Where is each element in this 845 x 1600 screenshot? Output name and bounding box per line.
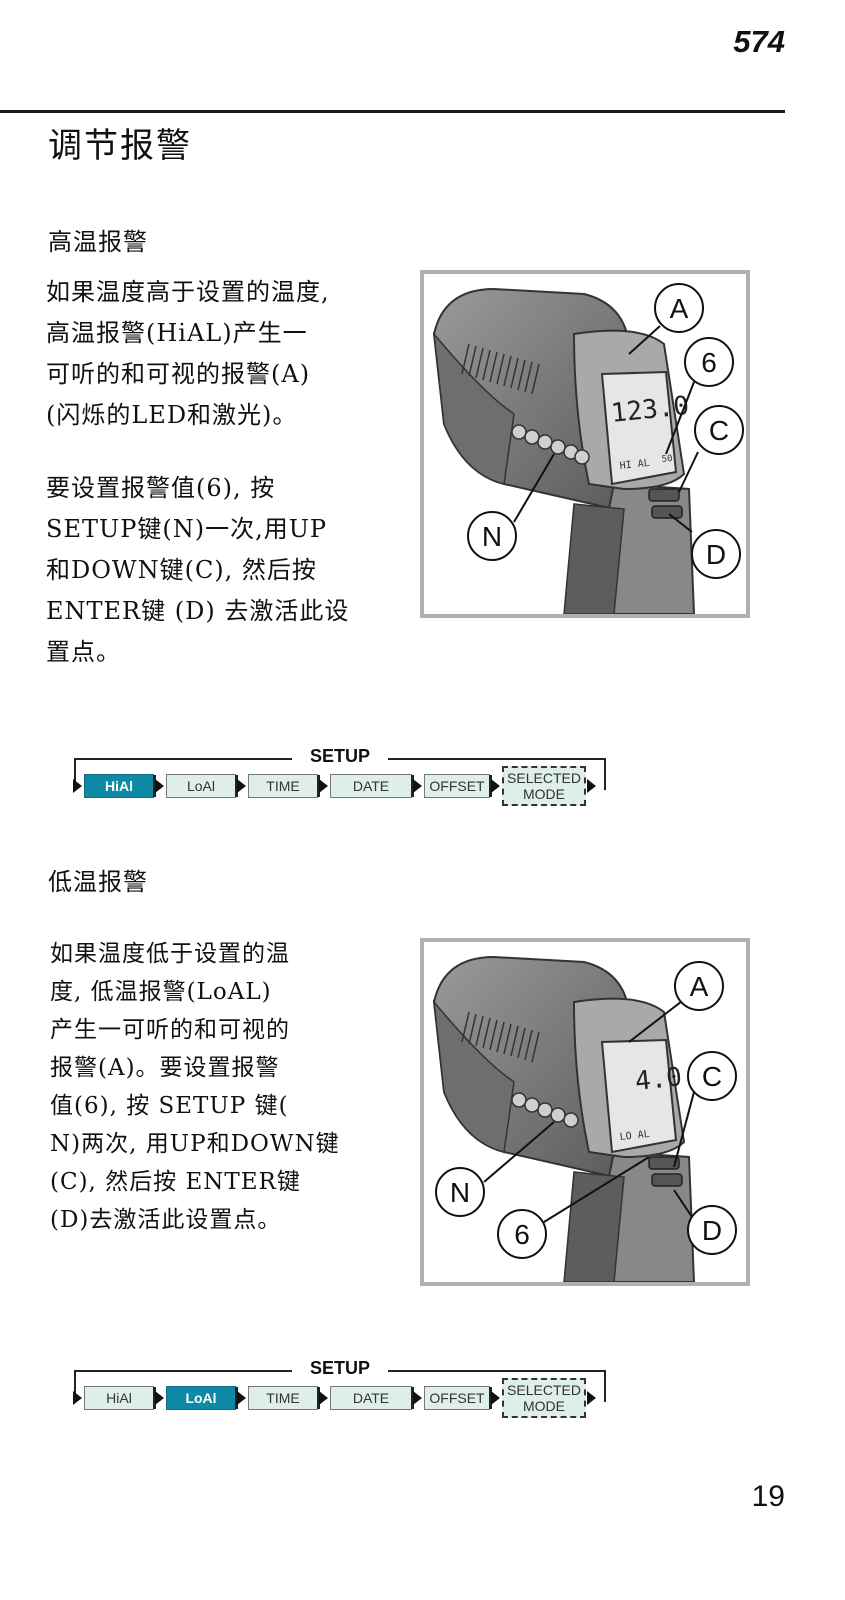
text-line: SETUP键(N)一次,用UP — [46, 515, 328, 543]
menu-item-loal: LoAl — [166, 1386, 238, 1410]
text-line: 高温报警(HiAL)产生一 — [46, 319, 308, 347]
lcd-reading: 4.0 — [634, 1062, 684, 1097]
text-line: 和DOWN键(C), 然后按 — [46, 556, 317, 584]
text-line: 产生一可听的和可视的 — [50, 1017, 290, 1043]
callout-6: 6 — [514, 1219, 530, 1250]
lcd-mode: HI AL — [619, 458, 650, 472]
mode-line-1: SELECTED — [507, 1382, 581, 1398]
section-heading-low-alarm: 低温报警 — [48, 868, 148, 896]
text-line: 如果温度低于设置的温 — [50, 941, 290, 967]
thermometer-figure-low: 4.0 LO AL A C N 6 D — [420, 938, 750, 1286]
text-line: ENTER键 (D) 去激活此设 — [46, 597, 350, 625]
arrow-icon — [586, 774, 598, 798]
arrow-icon — [236, 774, 248, 798]
arrow-icon — [72, 774, 84, 798]
page-title: 调节报警 — [48, 126, 192, 166]
arrow-icon — [318, 774, 330, 798]
menu-item-date: DATE — [330, 1386, 414, 1410]
arrow-icon — [412, 1386, 424, 1410]
menu-item-loal: LoAl — [166, 774, 238, 798]
arrow-icon — [318, 1386, 330, 1410]
mode-line-2: MODE — [523, 786, 565, 802]
menu-item-date: DATE — [330, 774, 414, 798]
menu-item-offset: OFFSET — [424, 1386, 492, 1410]
page-number: 19 — [751, 1480, 785, 1513]
text-line: (C), 然后按 ENTER键 — [50, 1169, 301, 1195]
text-line: N)两次, 用UP和DOWN键 — [50, 1131, 340, 1157]
arrow-icon — [154, 774, 166, 798]
callout-c: C — [709, 415, 729, 446]
menu-item-offset: OFFSET — [424, 774, 492, 798]
text-line: 报警(A)。要设置报警 — [50, 1055, 280, 1081]
menu-item-selected-mode: SELECTED MODE — [502, 766, 586, 806]
lcd-sub: 50 — [661, 454, 673, 465]
menu-item-hial: HiAl — [84, 1386, 156, 1410]
text-line: 值(6), 按 SETUP 键( — [50, 1093, 289, 1119]
callout-n: N — [482, 521, 502, 552]
mode-line-1: SELECTED — [507, 770, 581, 786]
text-line: 可听的和可视的报警(A) — [46, 360, 311, 388]
text-line: (闪烁的LED和激光)。 — [46, 401, 298, 429]
model-number: 574 — [733, 24, 785, 59]
callout-d: D — [702, 1215, 722, 1246]
arrow-icon — [154, 1386, 166, 1410]
text-line: 如果温度高于设置的温度, — [46, 278, 330, 306]
menu-item-time: TIME — [248, 774, 320, 798]
mode-line-2: MODE — [523, 1398, 565, 1414]
callout-a: A — [690, 971, 709, 1002]
setup-label: SETUP — [291, 1358, 388, 1378]
setup-label: SETUP — [291, 746, 388, 766]
text-line: (D)去激活此设置点。 — [50, 1207, 282, 1233]
menu-item-time: TIME — [248, 1386, 320, 1410]
low-alarm-description: 如果温度低于设置的温 度, 低温报警(LoAL) 产生一可听的和可视的 报警(A… — [50, 935, 340, 1239]
text-line: 要设置报警值(6), 按 — [46, 474, 276, 502]
arrow-icon — [490, 774, 502, 798]
callout-d: D — [706, 539, 726, 570]
text-line: 度, 低温报警(LoAL) — [50, 979, 272, 1005]
callout-a: A — [670, 293, 689, 324]
thermometer-illustration-high: 123.0 HI AL 50 A 6 C N D — [432, 283, 744, 614]
text-line: 置点。 — [46, 638, 121, 666]
arrow-icon — [490, 1386, 502, 1410]
header-rule — [0, 110, 785, 113]
callout-c: C — [702, 1061, 722, 1092]
callout-6: 6 — [701, 347, 717, 378]
lcd-mode: LO AL — [619, 1129, 650, 1143]
arrow-icon — [72, 1386, 84, 1410]
thermometer-figure-high: 123.0 HI AL 50 A 6 C N D — [420, 270, 750, 618]
setup-menu-diagram-2: SETUP HiAl LoAl TIME DATE OFFSET SELECTE… — [70, 1358, 610, 1420]
thermometer-illustration-low: 4.0 LO AL A C N 6 D — [432, 955, 737, 1282]
arrow-icon — [586, 1386, 598, 1410]
callout-n: N — [450, 1177, 470, 1208]
section-heading-high-alarm: 高温报警 — [48, 228, 148, 256]
menu-item-hial: HiAl — [84, 774, 156, 798]
setup-menu-diagram-1: SETUP HiAl LoAl TIME DATE OFFSET SELECTE… — [70, 746, 610, 808]
menu-item-selected-mode: SELECTED MODE — [502, 1378, 586, 1418]
arrow-icon — [236, 1386, 248, 1410]
high-alarm-description: 如果温度高于设置的温度, 高温报警(HiAL)产生一 可听的和可视的报警(A) … — [46, 272, 349, 673]
arrow-icon — [412, 774, 424, 798]
